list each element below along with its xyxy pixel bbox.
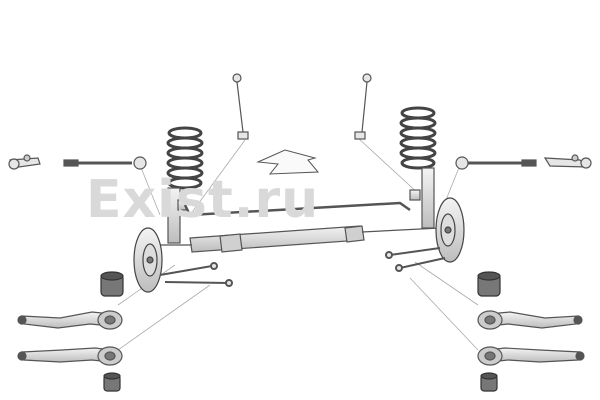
tie-rod-end-right — [543, 154, 592, 169]
wheel-hub-left — [133, 227, 163, 293]
inner-tie-rod-left — [63, 156, 147, 170]
lower-control-arm-left — [17, 346, 123, 366]
tie-rod-end-left — [8, 154, 41, 170]
bushing-right — [480, 372, 498, 392]
trailing-arms-right — [385, 247, 446, 272]
bushing-left — [103, 372, 121, 392]
wheel-hub-right — [435, 197, 465, 263]
control-arm-bushing-right — [477, 271, 501, 297]
strut-left — [167, 187, 187, 244]
lower-control-arm-right — [477, 346, 585, 366]
strut-right — [409, 167, 435, 229]
trailing-arms-left — [159, 262, 233, 287]
axle-tube — [150, 225, 441, 253]
stabilizer-bar — [183, 201, 411, 217]
coil-spring-left — [166, 126, 204, 190]
stabilizer-link-right — [354, 73, 372, 140]
inner-tie-rod-right — [455, 156, 537, 170]
control-arm-bushing-left — [100, 271, 124, 297]
coil-spring-right — [399, 106, 437, 170]
upper-control-arm-right — [477, 310, 583, 330]
upper-control-arm-left — [17, 310, 123, 330]
direction-arrow-icon — [256, 149, 320, 175]
stabilizer-link-left — [232, 73, 249, 140]
